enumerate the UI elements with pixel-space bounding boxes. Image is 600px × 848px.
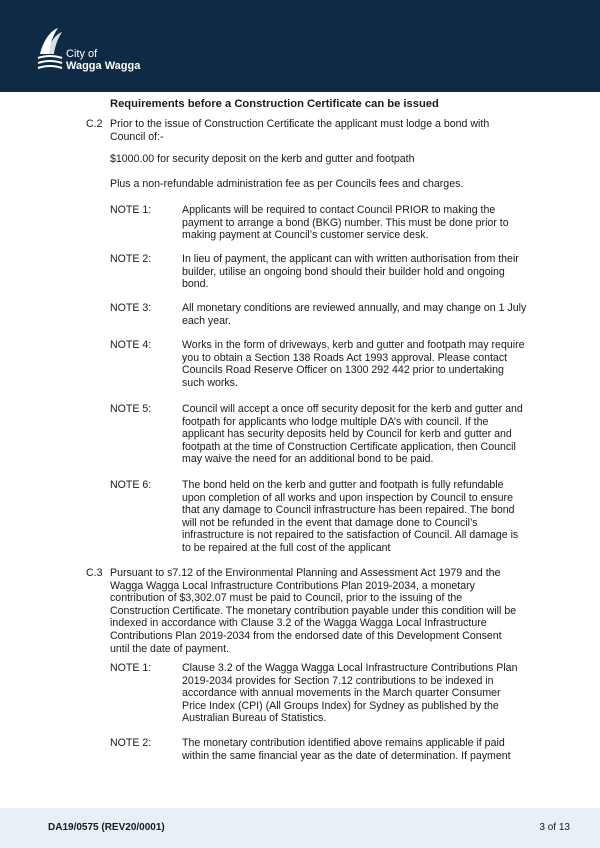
logo-line-2: Wagga Wagga (66, 60, 141, 72)
c3-note-1-label: NOTE 1: (110, 662, 152, 674)
condition-number-c3: C.3 (86, 567, 103, 579)
c3-note-2-label: NOTE 2: (110, 737, 152, 749)
logo-line-1: City of (66, 48, 98, 60)
c2-note-5-label: NOTE 5: (110, 403, 152, 415)
c2-note-4-label: NOTE 4: (110, 339, 152, 351)
city-logo-icon (37, 28, 63, 69)
page-header: City of Wagga Wagga (0, 0, 600, 92)
condition-c2-intro: Prior to the issue of Construction Certi… (110, 118, 490, 143)
section-heading: Requirements before a Construction Certi… (110, 98, 439, 110)
c2-note-3-text: All monetary conditions are reviewed ann… (182, 302, 527, 327)
c2-note-4-text: Works in the form of driveways, kerb and… (182, 339, 525, 389)
c2-note-6-text: The bond held on the kerb and gutter and… (182, 479, 519, 554)
c3-note-2-text: The monetary contribution identified abo… (182, 737, 511, 762)
condition-c3-intro: Pursuant to s7.12 of the Environmental P… (110, 567, 517, 655)
c2-note-5-text: Council will accept a once off security … (182, 403, 523, 466)
logo-wordmark: City of Wagga Wagga (66, 48, 140, 72)
c2-note-6-label: NOTE 6: (110, 479, 152, 491)
page-number: 3 of 13 (539, 822, 570, 833)
condition-c2-admin-fee: Plus a non-refundable administration fee… (110, 178, 464, 190)
c2-note-3-label: NOTE 3: (110, 302, 152, 314)
condition-number-c2: C.2 (86, 118, 103, 130)
document-reference: DA19/0575 (REV20/0001) (48, 822, 165, 833)
c2-note-1-text: Applicants will be required to contact C… (182, 204, 509, 242)
page-footer: DA19/0575 (REV20/0001) 3 of 13 (0, 808, 600, 848)
c2-note-1-label: NOTE 1: (110, 204, 152, 216)
condition-c2-deposit: $1000.00 for security deposit on the ker… (110, 153, 415, 165)
c2-note-2-text: In lieu of payment, the applicant can wi… (182, 253, 519, 291)
c2-note-2-label: NOTE 2: (110, 253, 152, 265)
c3-note-1-text: Clause 3.2 of the Wagga Wagga Local Infr… (182, 662, 518, 725)
